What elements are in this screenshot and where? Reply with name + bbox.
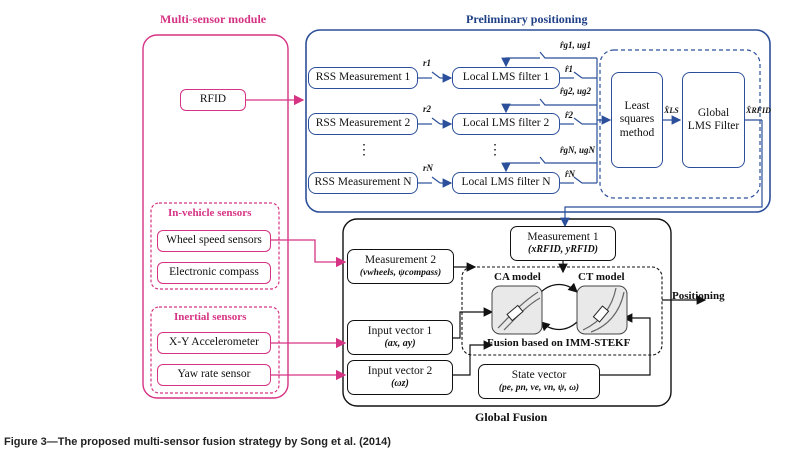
symbol-rg1: r̂g1, ug1: [560, 40, 592, 50]
rss-ellipsis: ⋮: [357, 143, 371, 158]
yaw-rate-box: Yaw rate sensor: [157, 364, 271, 386]
input-vector-1-label: Input vector 1: [367, 325, 433, 338]
state-vector-label: State vector: [511, 369, 567, 382]
measurement-2-box: Measurement 2 (vwheels, ψcompass): [347, 249, 454, 284]
fusion-dashed-group: [599, 49, 761, 199]
positioning-output-label: Positioning: [672, 290, 725, 302]
preliminary-container: [305, 29, 771, 213]
global-lms-box: Global LMS Filter: [682, 72, 745, 168]
ca-model-label: CA model: [494, 271, 541, 283]
rss-measurement-2: RSS Measurement 2: [308, 113, 418, 135]
least-squares-box: Least squares method: [611, 72, 663, 168]
figure-caption: Figure 3—The proposed multi-sensor fusio…: [4, 436, 391, 448]
invehicle-title: In-vehicle sensors: [168, 207, 252, 219]
input-vector-2-vars: (ωz): [391, 378, 409, 390]
rss-measurement-1: RSS Measurement 1: [308, 67, 418, 89]
state-vector-box: State vector (pe, pn, ve, vn, ψ, ω): [478, 364, 600, 399]
ct-model-icon: [576, 285, 628, 335]
measurement-1-label: Measurement 1: [527, 231, 599, 244]
invehicle-group: [150, 202, 280, 290]
state-vector-vars: (pe, pn, ve, vn, ψ, ω): [498, 382, 580, 393]
symbol-r2: r2: [423, 104, 432, 114]
ca-model-icon: [491, 285, 543, 335]
ct-model-label: CT model: [578, 271, 625, 283]
symbol-rg2: r̂g2, ug2: [560, 86, 592, 96]
input-vector-2-box: Input vector 2 (ωz): [347, 360, 453, 395]
measurement-2-vars: (vwheels, ψcompass): [359, 267, 442, 278]
measurement-1-vars: (xRFID, yRFID): [527, 244, 598, 256]
symbol-r1: r1: [423, 58, 432, 68]
lms-ellipsis: ⋮: [488, 143, 502, 158]
measurement-1-box: Measurement 1 (xRFID, yRFID): [510, 226, 616, 261]
fusion-label: Fusion based on IMM-STEKF: [487, 337, 631, 349]
local-lms-filter-n: Local LMS filter N: [452, 172, 560, 194]
symbol-rhat1: r̂1: [565, 64, 574, 74]
compass-box: Electronic compass: [157, 262, 271, 284]
multisensor-container: [142, 34, 289, 399]
symbol-rhat2: r̂2: [565, 110, 574, 120]
rss-measurement-n: RSS Measurement N: [308, 172, 418, 194]
wheel-speed-box: Wheel speed sensors: [157, 230, 271, 252]
symbol-xls: X̂LS: [664, 106, 679, 115]
accelerometer-box: X-Y Accelerometer: [157, 332, 271, 354]
symbol-xrfid: X̂RFID: [746, 106, 771, 115]
input-vector-2-label: Input vector 2: [367, 365, 433, 378]
symbol-rn: rN: [423, 163, 434, 173]
input-vector-1-vars: (ax, ay): [384, 338, 416, 350]
local-lms-filter-2: Local LMS filter 2: [452, 113, 560, 135]
symbol-rgn: r̂gN, ugN: [560, 145, 596, 155]
global-title: Global Fusion: [475, 410, 548, 424]
rfid-box: RFID: [180, 89, 246, 111]
multisensor-title: Multi-sensor module: [160, 12, 267, 26]
symbol-rhatn: r̂N: [565, 169, 576, 179]
measurement-2-label: Measurement 2: [364, 254, 437, 267]
input-vector-1-box: Input vector 1 (ax, ay): [347, 320, 453, 355]
global-container: [342, 218, 672, 407]
inertial-title: Inertial sensors: [174, 311, 247, 323]
inertial-group: [150, 306, 280, 394]
local-lms-filter-1: Local LMS filter 1: [452, 67, 560, 89]
preliminary-title: Preliminary positioning: [466, 12, 588, 26]
